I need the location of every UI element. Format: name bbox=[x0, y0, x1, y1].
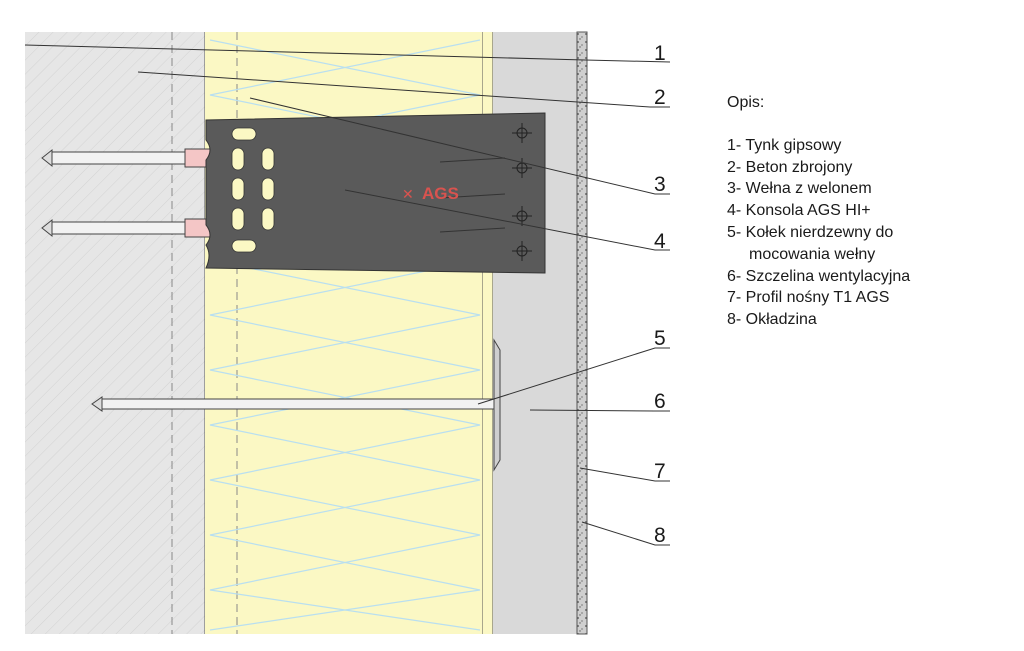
callout-7: 7 bbox=[654, 460, 666, 483]
legend-item-3: 3- Wełna z welonem bbox=[727, 180, 872, 198]
legend-item-5-continued: mocowania wełny bbox=[749, 245, 876, 263]
callout-5: 5 bbox=[654, 327, 666, 350]
callout-2: 2 bbox=[654, 86, 666, 109]
insulation-dowel bbox=[91, 338, 501, 472]
legend-title: Opis: bbox=[727, 94, 765, 111]
bracket-ags-hi: AGS ✕ bbox=[205, 112, 546, 274]
cladding bbox=[576, 31, 588, 635]
legend-item-1: 1- Tynk gipsowy bbox=[727, 136, 842, 154]
callout-1: 1 bbox=[654, 42, 666, 65]
legend-item-6: 6- Szczelina wentylacyjna bbox=[727, 267, 911, 285]
legend-item-7: 7- Profil nośny T1 AGS bbox=[727, 289, 890, 307]
callout-4: 4 bbox=[654, 230, 666, 253]
legend-item-5: 5- Kołek nierdzewny do bbox=[727, 223, 894, 241]
bracket-logo: AGS bbox=[422, 184, 459, 203]
legend-item-8: 8- Okładzina bbox=[727, 311, 817, 329]
concrete-wall bbox=[25, 32, 206, 634]
legend-item-2: 2- Beton zbrojony bbox=[727, 158, 853, 176]
callout-6: 6 bbox=[654, 390, 666, 413]
legend-item-4: 4- Konsola AGS HI+ bbox=[727, 202, 871, 220]
callout-labels: 1 2 3 4 5 6 7 8 bbox=[654, 42, 666, 547]
callout-8: 8 bbox=[654, 524, 666, 547]
svg-text:✕: ✕ bbox=[402, 187, 414, 203]
leader-lines bbox=[24, 44, 671, 546]
legend: Opis: 1- Tynk gipsowy 2- Beton zbrojony … bbox=[727, 92, 1017, 331]
callout-3: 3 bbox=[654, 173, 666, 196]
